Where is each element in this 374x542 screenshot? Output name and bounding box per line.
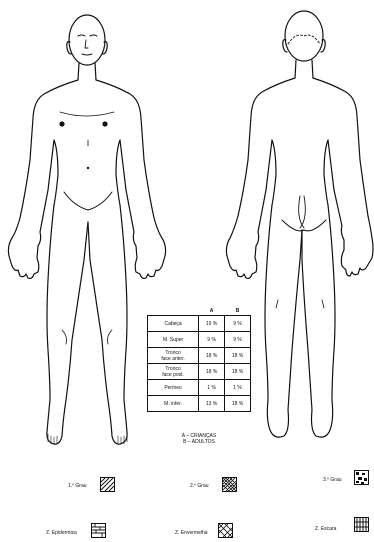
row-value-a: 19 % [199,316,225,332]
row-value-a: 13 % [199,396,225,412]
row-label: M. Super [148,332,199,348]
second-degree-label: 2.º Grau [190,483,209,489]
ervermelha-zone-label: Z. Envermelha [175,530,208,536]
table-row: M. Super 9 % 9 % [148,332,251,348]
row-label: Tronco face post. [148,364,199,380]
row-value-b: 18 % [225,396,251,412]
burn-percentage-table: A B Cabeça 19 % 9 % M. Super 9 % 9 % Tro… [147,307,251,412]
row-label: Tronco face anter. [148,348,199,364]
third-degree-label: 3.º Grau [323,477,342,483]
table-row: Períneo 1 % 1 % [148,380,251,396]
row-label: Períneo [148,380,199,396]
table-row: Tronco face anter. 18 % 18 % [148,348,251,364]
ervermelha-zone-swatch [218,523,233,538]
third-degree-swatch [354,470,369,485]
table-legend: A – CRIANÇAS B – ADULTOS [147,433,251,445]
escara-zone-label: Z. Escara [315,526,336,532]
epidermis-zone-swatch [91,523,106,538]
row-value-a: 18 % [199,364,225,380]
header-a: A [199,307,225,316]
escara-zone-swatch [354,517,369,532]
row-value-b: 18 % [225,348,251,364]
row-value-b: 1 % [225,380,251,396]
header-blank [148,307,199,316]
first-degree-label: 1.º Grau [68,483,87,489]
front-head [69,15,105,65]
header-b: B [225,307,251,316]
table-row: Tronco face post. 18 % 18 % [148,364,251,380]
row-value-b: 9 % [225,332,251,348]
table-row: M. infer. 13 % 18 % [148,396,251,412]
row-value-a: 18 % [199,348,225,364]
row-value-a: 9 % [199,332,225,348]
table-row: Cabeça 19 % 9 % [148,316,251,332]
legend-b-adults: B – ADULTOS [147,439,251,445]
row-value-b: 9 % [225,316,251,332]
epidermis-zone-label: Z. Epidermiza [46,530,77,536]
row-label: M. infer. [148,396,199,412]
row-label: Cabeça [148,316,199,332]
row-value-a: 1 % [199,380,225,396]
second-degree-swatch [222,477,237,492]
first-degree-swatch [100,477,115,492]
front-body-figure [8,15,165,444]
row-value-b: 18 % [225,364,251,380]
